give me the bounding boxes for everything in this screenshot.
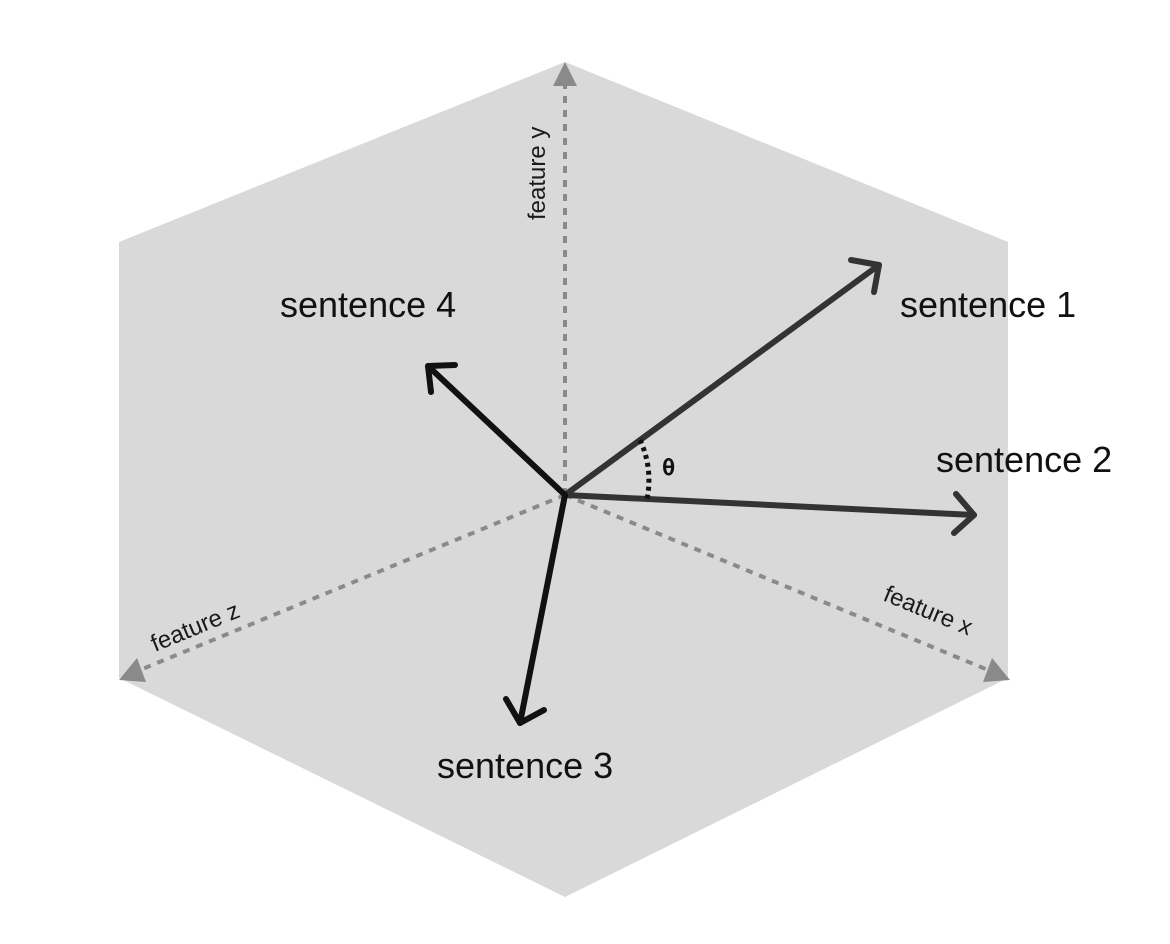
sentence-1-vector [562,262,882,498]
sentence-vectors [425,257,977,726]
sentence-3-vector [517,492,568,726]
theta-label: θ [662,456,675,481]
sentence-3-label: sentence 3 [437,745,613,786]
sentence-4-arrowhead [425,362,458,395]
sentence-3-arrowhead [503,696,547,726]
feature-axes [119,62,1010,682]
sentence-2-vector [562,492,977,518]
feature-y-label: feature y [524,127,551,220]
sentence-4-vector [425,363,568,498]
sentence-2-label: sentence 2 [936,439,1112,480]
sentence-1-label: sentence 1 [900,284,1076,325]
sentence-1-arrowhead [848,257,882,295]
feature-x-axis [564,493,989,672]
feature-z-arrowhead [119,658,146,682]
sentence-4-label: sentence 4 [280,284,456,325]
sentence-2-arrowhead [951,491,977,536]
feature-z-axis [139,493,566,672]
feature-x-arrowhead [983,658,1010,682]
feature-y-arrowhead [553,62,577,86]
